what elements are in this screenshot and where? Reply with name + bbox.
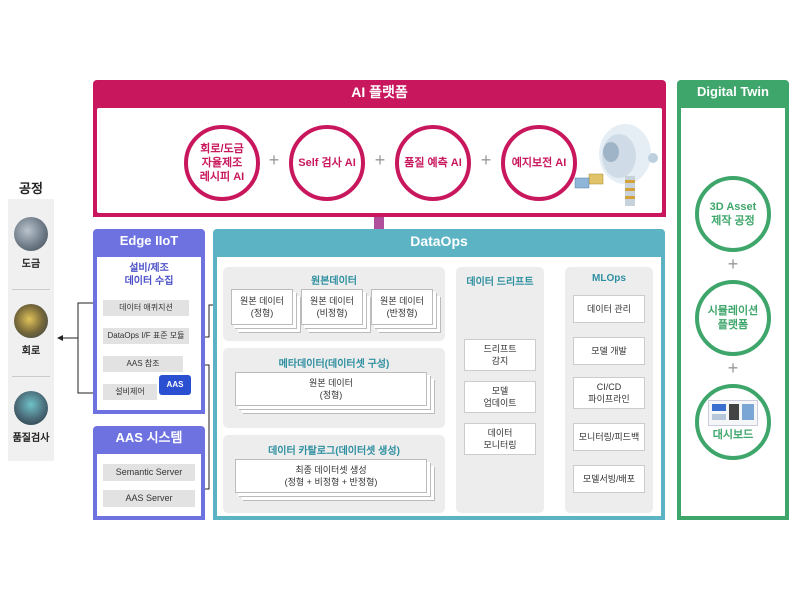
plus-icon: + (727, 254, 739, 274)
ai-platform-header: AI 플랫폼 (93, 80, 666, 104)
ai-module-maintenance[interactable]: 예지보전 AI (501, 125, 577, 201)
mlops-panel: MLOps 데이터 관리 모델 개발 CI/CD 파이프라인 모니터링/피드백 … (565, 267, 653, 513)
inspection-photo-icon (14, 391, 48, 425)
ai-module-label: 예지보전 AI (511, 157, 567, 169)
ai-module-recipe[interactable]: 회로/도금 자율제조 레시피 AI (184, 125, 260, 201)
plus-icon: + (727, 358, 739, 378)
edge-process-connector (57, 302, 93, 341)
data-drift-panel: 데이터 드리프트 드리프트 감지 모델 업데이트 데이터 모니터링 (456, 267, 544, 513)
plating-photo-icon (14, 217, 48, 251)
edge-item-aas-ref[interactable]: AAS 참조 (103, 356, 183, 372)
raw-data-card[interactable]: 원본 데이터 (정형) (231, 289, 293, 325)
dt-item-label: 3D Asset 제작 공정 (709, 201, 757, 227)
mlops-item-cicd[interactable]: CI/CD 파이프라인 (573, 377, 645, 409)
process-title: 공정 (19, 181, 43, 196)
edge-subtitle: 설비/제조 데이터 수집 (124, 263, 174, 287)
mlops-item-model-dev[interactable]: 모델 개발 (573, 337, 645, 365)
plus-icon: + (374, 150, 386, 170)
digital-twin-panel: 3D Asset 제작 공정 + 시뮬레이션 플랫폼 + 대시보드 (677, 104, 789, 520)
divider (12, 376, 50, 377)
catalog-title: 데이터 카탈로그(데이터셋 생성) (268, 446, 400, 457)
mlops-item-monitoring[interactable]: 모니터링/피드백 (573, 423, 645, 451)
aas-item-semantic-server[interactable]: Semantic Server (103, 464, 195, 481)
divider (12, 289, 50, 290)
edge-item-acquisition[interactable]: 데이터 애퀴지션 (103, 300, 189, 316)
meta-data-panel: 메타데이터(데이터셋 구성) 원본 데이터 (정형) (223, 348, 445, 428)
catalog-panel: 데이터 카탈로그(데이터셋 생성) 최종 데이터셋 생성 (정형 + 비정형 +… (223, 435, 445, 513)
edge-iiot-header: Edge IIoT (93, 229, 205, 253)
aas-badge-icon: AAS (159, 375, 191, 395)
process-label: 품질검사 (12, 433, 50, 444)
drift-item-detect[interactable]: 드리프트 감지 (464, 339, 536, 371)
raw-data-card[interactable]: 원본 데이터 (반정형) (371, 289, 433, 325)
aas-system-panel: Semantic Server AAS Server (93, 450, 205, 520)
ai-module-quality[interactable]: 품질 예측 AI (395, 125, 471, 201)
mlops-title: MLOps (592, 273, 626, 284)
raw-data-title: 원본데이터 (311, 276, 357, 287)
catalog-card[interactable]: 최종 데이터셋 생성 (정형 + 비정형 + 반정형) (235, 459, 427, 493)
dt-item-label: 시뮬레이션 플랫폼 (707, 305, 759, 331)
ai-module-self-inspection[interactable]: Self 검사 AI (289, 125, 365, 201)
dashboard-thumbnail-icon (708, 400, 758, 426)
process-item-inspection[interactable]: 품질검사 (8, 391, 54, 444)
process-item-plating[interactable]: 도금 (8, 217, 54, 270)
meta-data-title: 메타데이터(데이터셋 구성) (278, 359, 390, 370)
ai-module-label: 품질 예측 AI (404, 157, 462, 169)
digital-twin-header: Digital Twin (677, 80, 789, 104)
process-column: 도금 회로 품질검사 (8, 199, 54, 461)
drift-item-update[interactable]: 모델 업데이트 (464, 381, 536, 413)
ai-platform-panel: 회로/도금 자율제조 레시피 AI + Self 검사 AI + 품질 예측 A… (93, 104, 666, 217)
aas-system-header: AAS 시스템 (93, 426, 205, 450)
circuit-photo-icon (14, 304, 48, 338)
data-drift-title: 데이터 드리프트 (466, 277, 534, 288)
dt-item-simulation[interactable]: 시뮬레이션 플랫폼 (695, 280, 771, 356)
process-label: 회로 (21, 346, 41, 357)
aas-item-aas-server[interactable]: AAS Server (103, 490, 195, 507)
process-label: 도금 (21, 259, 41, 270)
edge-item-control[interactable]: 설비제어 (103, 384, 157, 400)
ai-robot-icon (574, 124, 658, 206)
edge-iiot-panel: 설비/제조 데이터 수집 데이터 애퀴지션 DataOps I/F 표준 모듈 … (93, 253, 205, 414)
ai-module-label: Self 검사 AI (298, 157, 356, 169)
mlops-item-data-mgmt[interactable]: 데이터 관리 (573, 295, 645, 323)
dt-item-label: 대시보드 (712, 429, 754, 441)
process-item-circuit[interactable]: 회로 (8, 304, 54, 357)
meta-data-card[interactable]: 원본 데이터 (정형) (235, 372, 427, 406)
dt-item-3d-asset[interactable]: 3D Asset 제작 공정 (695, 176, 771, 252)
mlops-item-serving[interactable]: 모델서빙/배포 (573, 465, 645, 493)
ai-module-label: 회로/도금 자율제조 레시피 AI (199, 143, 245, 183)
edge-control-connector (77, 338, 99, 394)
edge-item-dataops-if[interactable]: DataOps I/F 표준 모듈 (103, 328, 189, 344)
plus-icon: + (480, 150, 492, 170)
raw-data-panel: 원본데이터 원본 데이터 (정형) 원본 데이터 (비정형) 원본 데이터 (반… (223, 267, 445, 341)
dataops-header: DataOps (213, 229, 665, 253)
dataops-panel: 원본데이터 원본 데이터 (정형) 원본 데이터 (비정형) 원본 데이터 (반… (213, 253, 665, 520)
dt-item-dashboard[interactable]: 대시보드 (695, 384, 771, 460)
drift-item-monitor[interactable]: 데이터 모니터링 (464, 423, 536, 455)
plus-icon: + (268, 150, 280, 170)
raw-data-card[interactable]: 원본 데이터 (비정형) (301, 289, 363, 325)
